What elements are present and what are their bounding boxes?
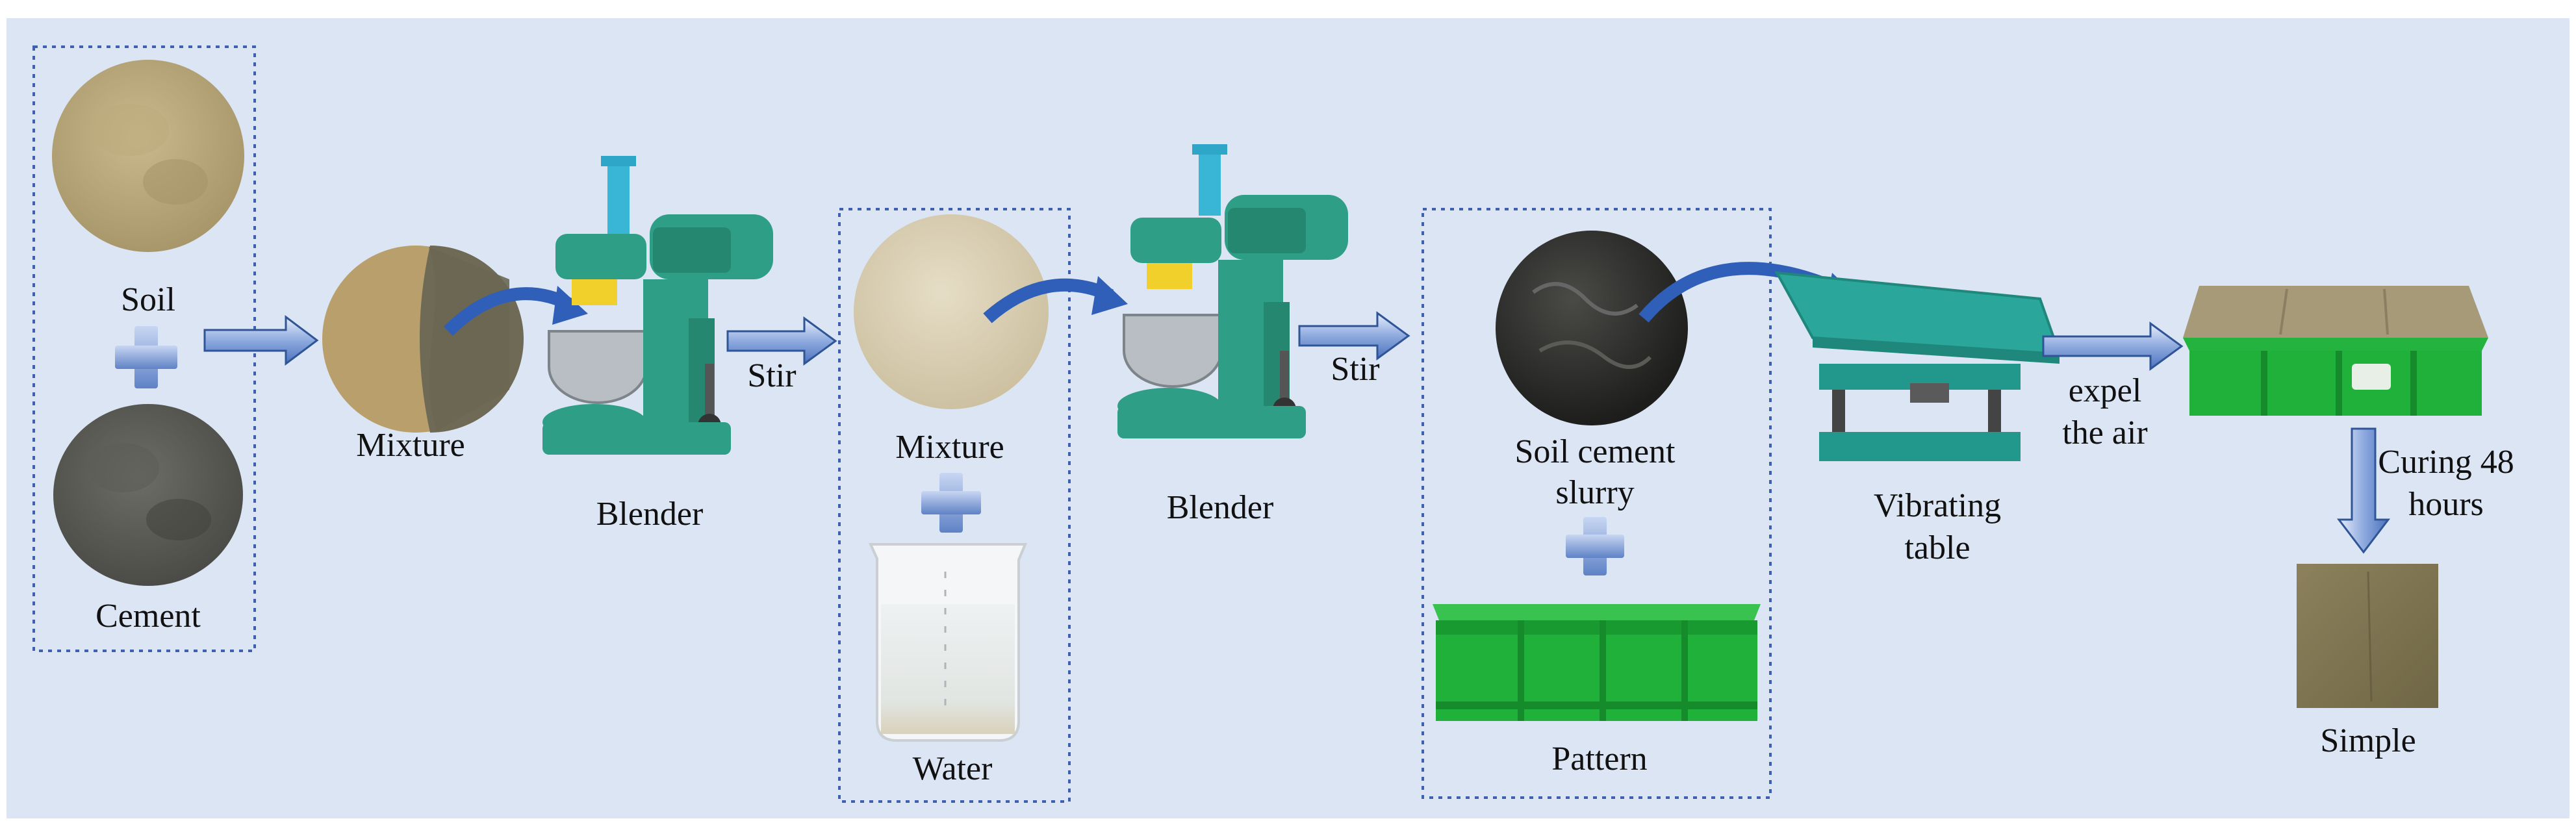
blender-machine-image [1117, 144, 1348, 438]
pattern-label: Pattern [1551, 740, 1647, 777]
blender-machine-image [542, 156, 773, 455]
vibrating-label-line1: Vibrating [1874, 487, 2001, 524]
vibrating-table-image [1774, 271, 2061, 461]
curved-arrow-icon [443, 286, 588, 336]
filled-mold-image [2183, 286, 2488, 416]
water-beaker-image [868, 543, 1027, 742]
mixture-label-2: Mixture [895, 429, 1004, 466]
slurry-label-line1: Soil cement [1515, 433, 1676, 470]
stir-label-2: Stir [1331, 351, 1379, 388]
cement-label: Cement [96, 598, 201, 635]
vibrating-label-line2: table [1904, 529, 1970, 566]
right-arrow-icon [726, 316, 837, 366]
blender-label-1: Blender [596, 496, 704, 533]
soil-label: Soil [121, 281, 175, 318]
cured-sample-image [2297, 564, 2438, 708]
pattern-mold-image [1433, 604, 1761, 721]
slurry-pattern-dashed-box [1422, 208, 1772, 799]
right-arrow-icon [203, 315, 319, 366]
expel-label-line1: expel [2069, 372, 2142, 409]
mixture-image [322, 246, 524, 433]
curing-label-line2: hours [2408, 486, 2484, 523]
right-arrow-icon [2042, 322, 2184, 371]
soil-cement-slurry-image [1496, 231, 1688, 425]
mixture-label-1: Mixture [356, 427, 465, 464]
mixture-water-dashed-box [838, 208, 1071, 803]
right-arrow-icon [1298, 311, 1410, 360]
plus-icon [115, 326, 177, 388]
expel-label-line2: the air [2062, 414, 2147, 451]
curved-arrow-icon [983, 276, 1128, 323]
soil-image [52, 60, 244, 252]
down-arrow-icon [2336, 427, 2391, 554]
curing-label-line1: Curing 48 [2378, 444, 2514, 481]
slurry-label-line2: slurry [1555, 474, 1634, 511]
water-label: Water [913, 750, 993, 787]
soil-cement-dashed-box [32, 45, 256, 652]
cement-image [53, 404, 243, 586]
blender-label-2: Blender [1167, 489, 1274, 526]
sample-label: Simple [2320, 722, 2416, 759]
stir-label-1: Stir [747, 357, 796, 394]
plus-icon [921, 473, 981, 533]
plus-icon [1566, 517, 1624, 575]
mixture-image [854, 214, 1049, 409]
